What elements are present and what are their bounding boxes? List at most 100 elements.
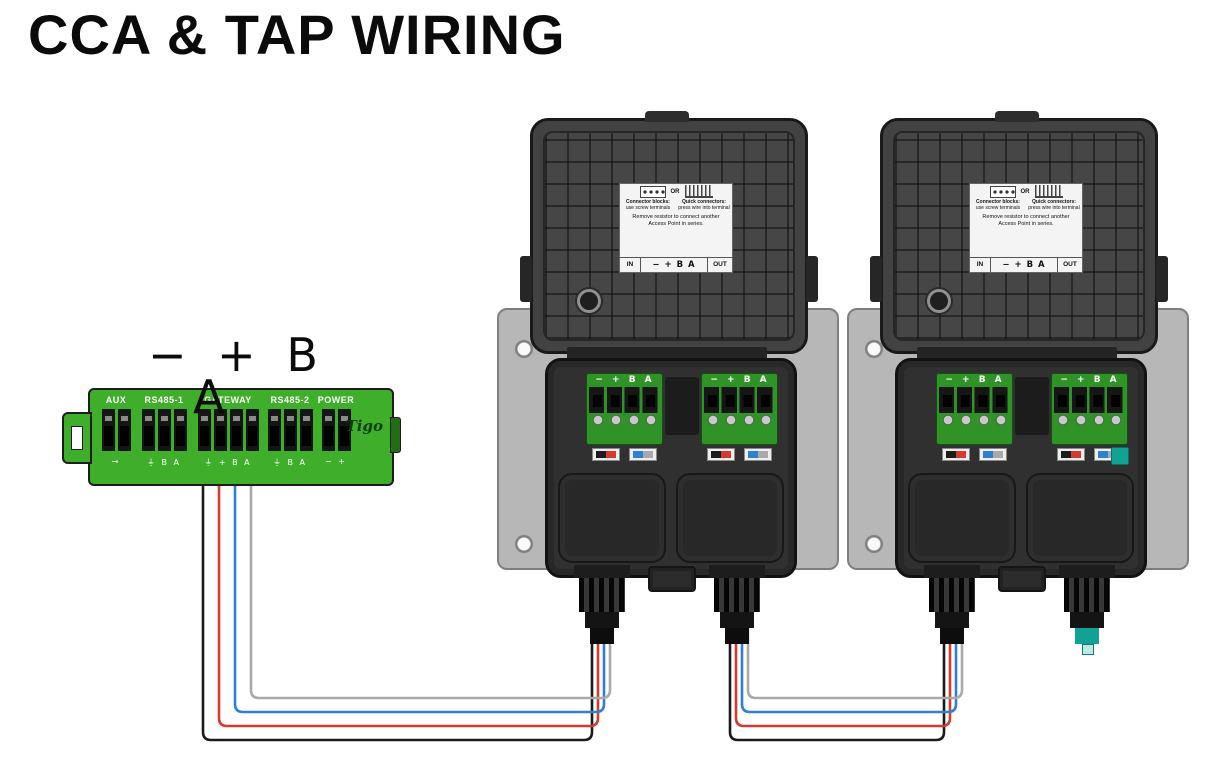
lid-grid-texture — [893, 131, 1145, 341]
pinout-aux: ⊸ — [111, 457, 121, 466]
terminal-module-out: − + B A — [701, 373, 778, 445]
body-recess-right — [676, 473, 784, 563]
pinout-gateway: ⏚ + B A — [204, 458, 252, 467]
terminal-blocks — [939, 387, 1010, 413]
tap-body: − + B A − + B A — [545, 358, 797, 592]
cable-gland-in — [924, 565, 980, 649]
quick-connectors-title: Quick connectors: — [1032, 199, 1076, 205]
connector-blocks-note: Connector blocks: use screw terminals — [620, 199, 676, 211]
terminal-module-in: − + B A — [586, 373, 663, 445]
screw-terminal-icon — [639, 185, 666, 198]
lid-clip-left — [520, 256, 532, 302]
connector-blocks-sub: use screw terminals — [975, 205, 1021, 211]
terminal-pin-labels: − + B A — [945, 375, 1004, 385]
lid-screw — [577, 289, 601, 313]
quick-connectors-note: Quick connectors: press wire into termin… — [1026, 199, 1082, 211]
instruction-label: OR Connector blocks: use screw terminals… — [969, 183, 1083, 273]
wire-a-tap1-to-tap2 — [746, 628, 964, 700]
lid-clip-left — [870, 256, 882, 302]
cable-gland-out — [709, 565, 765, 649]
body-latch — [648, 566, 696, 592]
quick-connectors-title: Quick connectors: — [682, 199, 726, 205]
tigo-logo: Tigo — [345, 417, 383, 435]
cable-gland-in — [574, 565, 630, 649]
port-label-rs485-1: RS485-1 — [144, 395, 184, 405]
terminal-screws — [939, 413, 1010, 427]
connector-blocks-title: Connector blocks: — [626, 199, 670, 205]
or-label: OR — [1020, 188, 1030, 195]
wire-a-cca-to-tap1 — [249, 468, 612, 700]
terminal-blocks — [704, 387, 775, 413]
resistor-note: Remove resistor to connect another Acces… — [632, 214, 720, 227]
port-label-gateway: GATEWAY — [204, 395, 252, 405]
pins-label: − + B A — [1002, 260, 1046, 270]
pinout-rs485-1: ⏚ B A — [146, 458, 182, 467]
quick-connector-gland — [1059, 565, 1115, 655]
port-label-power: POWER — [317, 395, 355, 405]
terminal-pin-labels: − + B A — [595, 375, 654, 385]
pinout-rs485-2: ⏚ B A — [272, 458, 308, 467]
connector-blocks-title: Connector blocks: — [976, 199, 1020, 205]
body-latch — [998, 566, 1046, 592]
terminal-group-gateway — [198, 409, 259, 451]
terminal-screws — [589, 413, 660, 427]
gateway-pin-annotation-bottom: A — [193, 370, 225, 424]
screw-terminal-icon — [989, 185, 1016, 198]
wire-plus-cca-to-tap1 — [217, 468, 600, 728]
terminal-pin-labels: − + B A — [1060, 375, 1119, 385]
lid-screw — [927, 289, 951, 313]
pins-label: − + B A — [652, 260, 696, 270]
body-recess-right — [1026, 473, 1134, 563]
center-connector — [1015, 377, 1049, 435]
connector-blocks-sub: use screw terminals — [625, 205, 671, 211]
connector-blocks-note: Connector blocks: use screw terminals — [970, 199, 1026, 211]
in-label: IN — [970, 258, 991, 272]
instruction-label: OR Connector blocks: use screw terminals… — [619, 183, 733, 273]
tap-device-2: OR Connector blocks: use screw terminals… — [847, 110, 1192, 670]
tap-lid: OR Connector blocks: use screw terminals… — [870, 111, 1168, 354]
tap-body: − + B A − + B A — [895, 358, 1147, 592]
quick-connectors-sub: press wire into terminal — [678, 205, 730, 211]
terminal-pin-labels: − + B A — [710, 375, 769, 385]
terminal-group-rs485-1 — [142, 409, 187, 451]
quick-connector-icon — [684, 185, 713, 198]
pinout-power: − + — [325, 457, 347, 466]
terminal-module-in: − + B A — [936, 373, 1013, 445]
resistor-note: Remove resistor to connect another Acces… — [982, 214, 1070, 227]
body-recess-left — [908, 473, 1016, 563]
terminal-module-out: − + B A — [1051, 373, 1128, 445]
terminal-group-aux — [102, 409, 131, 451]
port-label-aux: AUX — [105, 395, 127, 405]
wire-b-cca-to-tap1 — [233, 468, 606, 714]
tap-lid: OR Connector blocks: use screw terminals… — [520, 111, 818, 354]
in-label: IN — [620, 258, 641, 272]
center-connector — [665, 377, 699, 435]
wire-minus-tap1-to-tap2 — [728, 628, 946, 742]
wire-color-chips — [937, 448, 1012, 462]
gateway-pin-annotation-top: − + B — [148, 328, 326, 382]
terminal-blocks — [589, 387, 660, 413]
wire-color-chips — [587, 448, 662, 462]
out-label: OUT — [707, 258, 732, 272]
cca-device: AUX RS485-1 GATEWAY RS485-2 POWER ⊸ ⏚ B … — [62, 388, 401, 486]
terminal-blocks — [1054, 387, 1125, 413]
lid-clip-right — [1156, 256, 1168, 302]
cca-mount-ear — [62, 412, 92, 464]
lid-clip-right — [806, 256, 818, 302]
mount-slot — [71, 426, 83, 450]
terminal-group-rs485-2 — [268, 409, 313, 451]
out-label: OUT — [1057, 258, 1082, 272]
terminal-screws — [1054, 413, 1125, 427]
wire-b-tap1-to-tap2 — [740, 628, 958, 714]
or-label: OR — [670, 188, 680, 195]
wire-plus-tap1-to-tap2 — [734, 628, 952, 728]
terminal-group-power — [322, 409, 351, 451]
quick-connector-seal — [1111, 447, 1129, 465]
tap-device-1: OR Connector blocks: use screw terminals… — [497, 110, 842, 670]
port-label-rs485-2: RS485-2 — [270, 395, 310, 405]
terminal-screws — [704, 413, 775, 427]
wire-color-chips — [702, 448, 777, 462]
quick-connectors-sub: press wire into terminal — [1028, 205, 1080, 211]
